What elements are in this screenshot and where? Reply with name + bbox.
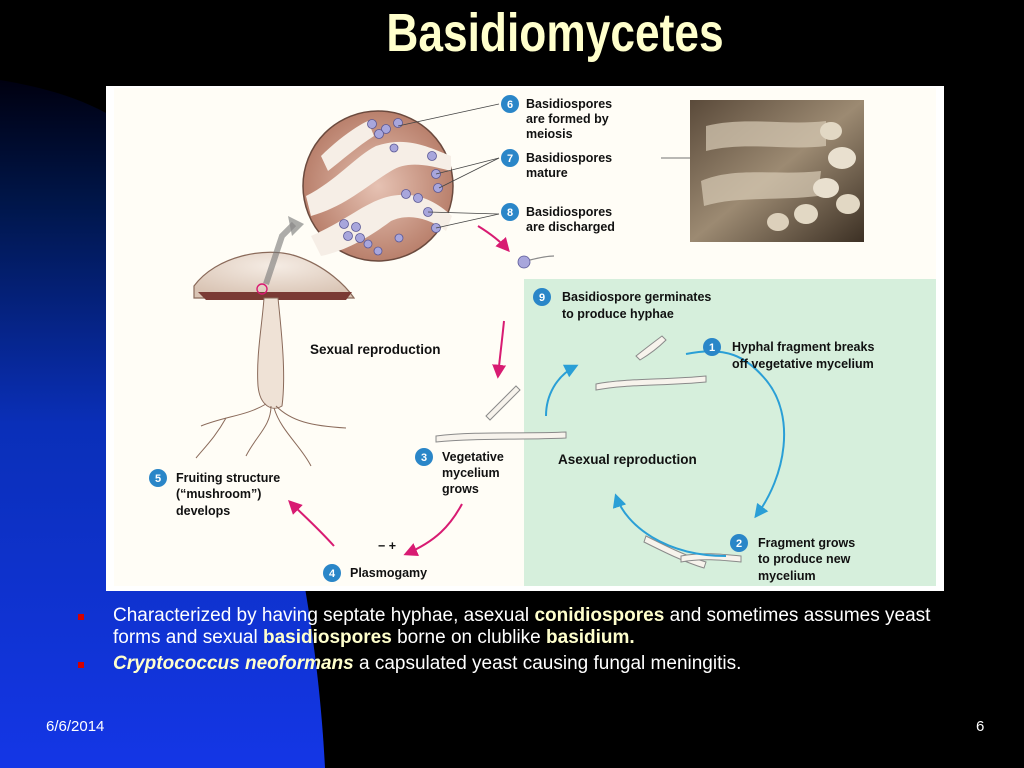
svg-text:grows: grows (442, 482, 479, 496)
germinating-spore (517, 255, 531, 269)
svg-text:9: 9 (539, 292, 545, 304)
svg-text:5: 5 (155, 473, 161, 485)
bullet-marker (78, 662, 84, 668)
hyphae-drawings (435, 335, 742, 569)
svg-text:to produce hyphae: to produce hyphae (562, 307, 674, 321)
asexual-panel (524, 279, 936, 586)
step-2: 2 Fragment grows to produce new mycelium (730, 534, 855, 583)
bullet-marker (78, 614, 84, 620)
svg-text:8: 8 (507, 207, 513, 219)
svg-text:Basidiospores: Basidiospores (526, 151, 612, 165)
slide-title: Basidiomycetes (386, 3, 724, 63)
svg-text:Fruiting structure: Fruiting structure (176, 471, 280, 485)
asexual-reproduction-label: Asexual reproduction (558, 452, 697, 467)
svg-text:7: 7 (507, 153, 513, 165)
plasmogamy-signs: − + (378, 539, 396, 553)
svg-text:3: 3 (421, 452, 427, 464)
sexual-reproduction-label: Sexual reproduction (310, 342, 441, 357)
svg-text:Basidiospore germinates: Basidiospore germinates (562, 290, 711, 304)
svg-text:develops: develops (176, 504, 230, 518)
step-6: 6 Basidiospores are formed by meiosis (501, 95, 612, 141)
slide-date: 6/6/2014 (46, 718, 105, 735)
mushroom-illustration (193, 216, 356, 467)
svg-text:mycelium: mycelium (442, 466, 500, 480)
svg-text:1: 1 (709, 342, 715, 354)
life-cycle-diagram: Sexual reproduction Asexual reproduction… (114, 88, 936, 586)
svg-text:Basidiospores: Basidiospores (526, 205, 612, 219)
step-1: 1 Hyphal fragment breaks off vegetative … (703, 338, 874, 371)
step-4: 4 Plasmogamy (323, 564, 427, 582)
svg-text:(“mushroom”): (“mushroom”) (176, 487, 261, 501)
step-7: 7 Basidiospores mature (501, 149, 612, 180)
svg-text:6: 6 (507, 99, 513, 111)
svg-text:are discharged: are discharged (526, 220, 615, 234)
basidiospores-cluster (339, 118, 443, 256)
basidia-micrograph (690, 100, 864, 242)
svg-text:2: 2 (736, 538, 742, 550)
svg-text:Basidiospores: Basidiospores (526, 97, 612, 111)
asexual-cycle-arrows (545, 350, 786, 557)
step-8: 8 Basidiospores are discharged (501, 203, 615, 234)
svg-text:mature: mature (526, 166, 568, 180)
slide-page-number: 6 (976, 718, 985, 735)
bullet-list: Characterized by having septate hyphae, … (78, 605, 978, 679)
bullet-2: Cryptococcus neoformans a capsulated yea… (78, 653, 978, 675)
step-9: 9 Basidiospore germinates to produce hyp… (533, 288, 711, 321)
svg-text:4: 4 (329, 568, 336, 580)
svg-text:off vegetative mycelium: off vegetative mycelium (732, 357, 874, 371)
step-3: 3 Vegetative mycelium grows (415, 448, 504, 496)
step-5: 5 Fruiting structure (“mushroom”) develo… (149, 469, 280, 518)
svg-text:Vegetative: Vegetative (442, 450, 504, 464)
svg-text:to produce new: to produce new (758, 552, 851, 566)
svg-text:meiosis: meiosis (526, 127, 573, 141)
life-cycle-figure: Sexual reproduction Asexual reproduction… (106, 86, 944, 591)
bullet-1: Characterized by having septate hyphae, … (78, 605, 978, 649)
svg-text:Plasmogamy: Plasmogamy (350, 566, 427, 580)
svg-text:Hyphal fragment breaks: Hyphal fragment breaks (732, 340, 874, 354)
svg-text:are formed by: are formed by (526, 112, 609, 126)
svg-text:Fragment grows: Fragment grows (758, 536, 855, 550)
svg-text:mycelium: mycelium (758, 569, 816, 583)
sexual-cycle-arrows (288, 225, 510, 556)
